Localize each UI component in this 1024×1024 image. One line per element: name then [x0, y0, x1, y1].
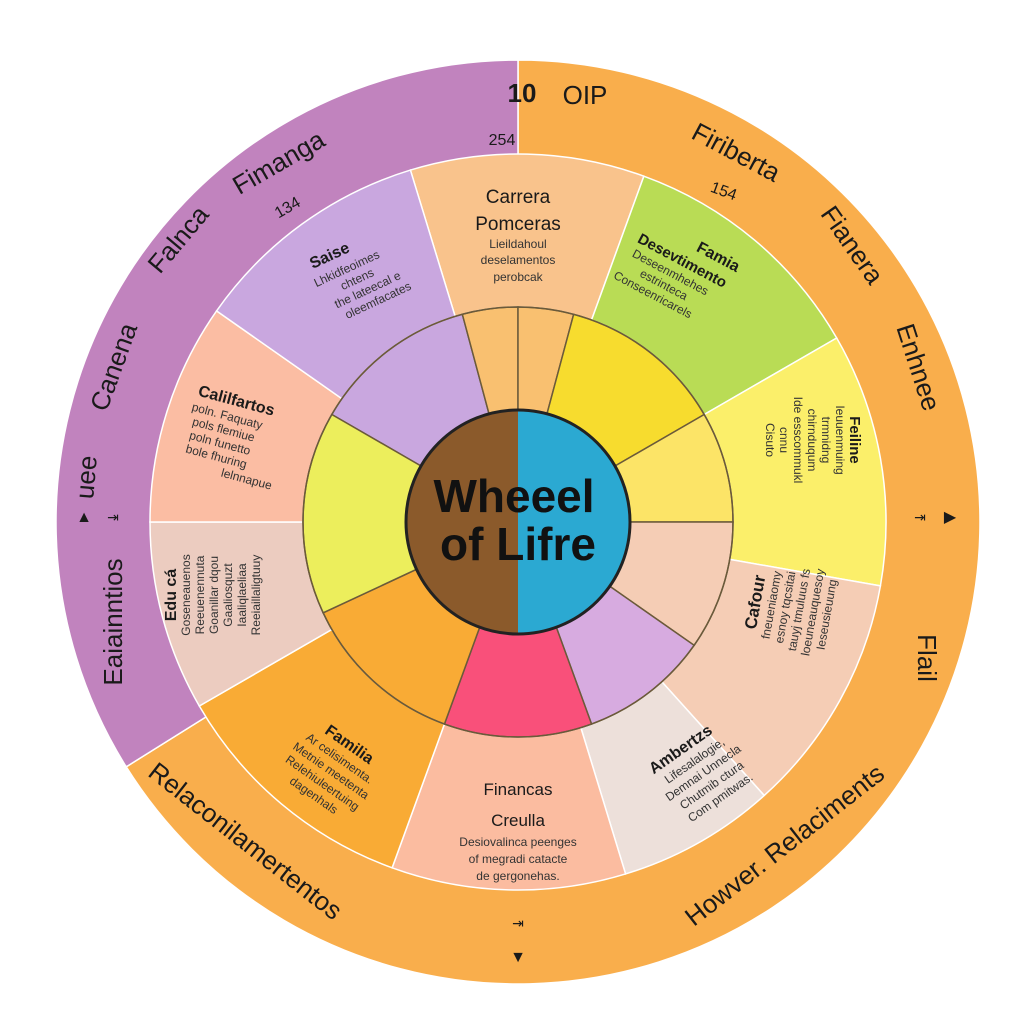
center-title-line2: of Lifre	[440, 518, 596, 570]
outer-label: Flail	[912, 634, 942, 682]
segment-subtitle: Pomceras	[475, 214, 561, 235]
segment-line: Goanillar dqou	[207, 556, 221, 634]
top-label: OIP	[563, 80, 608, 110]
center-left-half	[406, 410, 518, 634]
segment-title: Edu cá	[163, 569, 180, 622]
segment-title: Carrera	[486, 187, 551, 208]
center-title-line1: Wheeel	[433, 470, 594, 522]
center-hub: Wheeel of Lifre	[404, 408, 632, 636]
segment-line: of megradi catacte	[469, 852, 568, 866]
segment-line: trmnidng	[819, 417, 833, 464]
segment-line: Desiovalinca peenges	[459, 835, 576, 849]
segment-line: perobcak	[493, 270, 543, 284]
inner-ring-outline	[302, 306, 734, 738]
center-right-half	[518, 410, 630, 634]
top-number: 254	[489, 132, 516, 149]
segment-subtitle: Creulla	[491, 811, 545, 830]
tick-icon: ⇥	[107, 509, 119, 525]
segment-line: Lieildahoul	[489, 237, 546, 251]
arrow-down-icon: ▼	[510, 949, 526, 966]
segment-line: Iaaliqlaeliaa	[235, 563, 249, 627]
segment-title: Feiline	[846, 416, 863, 464]
segment-line: Reeuenennuta	[193, 555, 207, 634]
segment-title: Financas	[484, 780, 553, 799]
tick-icon: ⇥	[512, 915, 524, 931]
arrow-up-icon: ▲	[76, 509, 92, 526]
segment-line: deselamentos	[481, 253, 556, 267]
center-outline	[404, 408, 632, 636]
segment-line: Reeiaillaligtuuy	[249, 555, 263, 636]
arrow-right-icon: ▶	[944, 509, 957, 526]
segment-line: Cisuto	[763, 423, 777, 457]
segment-financas: Financas Creulla Desiovalinca peenges of…	[459, 780, 576, 883]
top-bold-number: 10	[508, 78, 537, 108]
segment-carrera: Carrera Pomceras Lieildahoul deselamento…	[475, 187, 561, 284]
segment-line: chirnduqum	[805, 409, 819, 472]
segment-line: Ieuuenmuing	[833, 405, 847, 474]
segment-line: cnnu	[777, 427, 791, 453]
outer-label: Eaiainntios	[98, 558, 128, 685]
outer-label: uee	[69, 454, 103, 500]
segment-line: Ide esscommukl	[791, 397, 805, 484]
segment-line: Gaaliosquzt	[221, 563, 235, 627]
segment-line: de gergonehas.	[476, 869, 559, 883]
segment-line: Goseneauenos	[179, 554, 193, 635]
segment-edu: Edu cá Goseneauenos Reeuenennuta Goanill…	[163, 554, 263, 635]
segment-feiline: Feiline Ieuuenmuing trmnidng chirnduqum …	[763, 397, 863, 484]
tick-icon: ⇥	[914, 509, 926, 525]
segment-cafour: Cafour fneueniaomy esnoy tqcsitai tauyj …	[741, 568, 840, 657]
